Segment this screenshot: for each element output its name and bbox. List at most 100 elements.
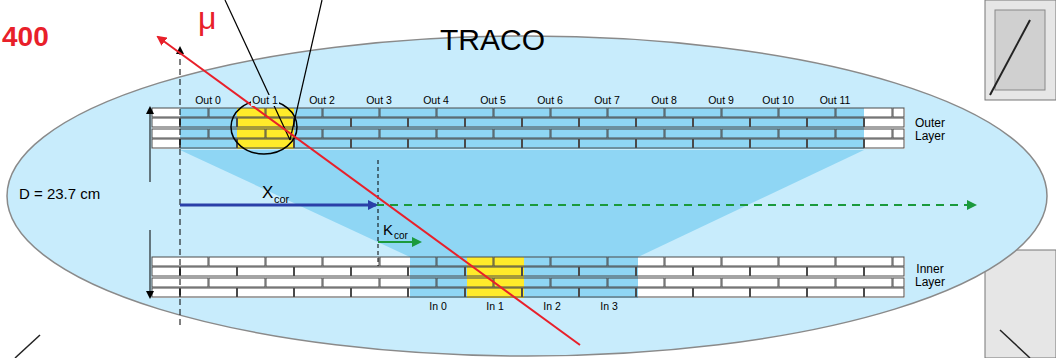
- drift-cell: [523, 288, 579, 297]
- drift-cell: [437, 278, 493, 287]
- drift-cell: [865, 118, 905, 127]
- drift-tube-cells: [152, 108, 904, 297]
- drift-cell: [494, 257, 550, 266]
- drift-cell: [779, 257, 835, 266]
- dimension-line: [150, 120, 151, 182]
- drift-cell: [808, 267, 864, 276]
- drift-cell: [181, 288, 237, 297]
- drift-cell: [152, 118, 180, 127]
- drift-cell: [437, 129, 493, 138]
- zoom-factor: 400: [2, 22, 49, 51]
- drift-cell: [409, 139, 465, 148]
- drift-cell: [637, 139, 693, 148]
- drift-cell: [152, 288, 180, 297]
- drift-cell: [779, 129, 835, 138]
- drift-cell: [608, 278, 664, 287]
- drift-cell: [779, 278, 835, 287]
- projection-line: [378, 160, 379, 266]
- drift-cell: [808, 288, 864, 297]
- drift-cell: [494, 129, 550, 138]
- reference-axis: [180, 48, 181, 325]
- cell-label: Out 3: [365, 95, 393, 106]
- drift-cell: [266, 278, 322, 287]
- zoom-line: [990, 20, 1030, 95]
- drift-cell: [380, 257, 436, 266]
- cell-label: Out 5: [479, 95, 507, 106]
- drift-cell: [608, 129, 664, 138]
- drift-cell: [551, 278, 607, 287]
- equipment-box: [985, 0, 1056, 100]
- drift-cell: [665, 129, 721, 138]
- hit-circle: [231, 100, 297, 154]
- inner-layer: [152, 257, 905, 298]
- drift-cell: [665, 108, 721, 117]
- drift-cell: [637, 267, 693, 276]
- drift-cell: [722, 129, 778, 138]
- drift-cell: [694, 288, 750, 297]
- drift-cell: [893, 257, 904, 266]
- drift-cell: [295, 118, 351, 127]
- drift-cell: [751, 288, 807, 297]
- drift-cell: [266, 257, 322, 266]
- drift-cell: [238, 139, 294, 148]
- particle-symbol: μ: [198, 2, 216, 36]
- drift-cell: [865, 288, 905, 297]
- drift-cell: [893, 278, 904, 287]
- drift-cell: [694, 118, 750, 127]
- drift-cell: [551, 257, 607, 266]
- drift-cell: [380, 278, 436, 287]
- drift-cell: [808, 118, 864, 127]
- drift-cell: [808, 139, 864, 148]
- drift-cell: [893, 108, 904, 117]
- drift-cell: [694, 139, 750, 148]
- drift-cell: [238, 118, 294, 127]
- drift-cell: [181, 118, 237, 127]
- muon-track: [158, 37, 580, 345]
- drift-cell: [865, 267, 905, 276]
- cell-label: Out 0: [194, 95, 222, 106]
- drift-cell: [209, 257, 265, 266]
- cell-label: In 0: [428, 301, 448, 312]
- drift-cell: [494, 108, 550, 117]
- zoom-line: [1000, 330, 1030, 358]
- drift-cell: [323, 129, 379, 138]
- cell-label: Out 4: [422, 95, 450, 106]
- drift-cell: [893, 129, 904, 138]
- drift-cell: [181, 139, 237, 148]
- drift-cell: [437, 108, 493, 117]
- drift-cell: [295, 288, 351, 297]
- drift-cell: [722, 278, 778, 287]
- drift-cell: [352, 267, 408, 276]
- drift-cell: [722, 257, 778, 266]
- layer-label: Inner Layer: [908, 263, 952, 288]
- cell-label: Out 1: [251, 95, 279, 106]
- drift-cell: [751, 267, 807, 276]
- xcor-label: X: [262, 184, 273, 202]
- drift-cell: [352, 288, 408, 297]
- drift-cell: [352, 139, 408, 148]
- drift-cell: [523, 118, 579, 127]
- drift-cell: [836, 129, 892, 138]
- drift-cell: [836, 108, 892, 117]
- cell-label: Out 8: [650, 95, 678, 106]
- equipment-panel: [995, 10, 1045, 90]
- drift-cell: [323, 108, 379, 117]
- cell-label: In 2: [542, 301, 562, 312]
- drift-cell: [580, 139, 636, 148]
- kcor-arrow: [378, 241, 420, 243]
- cell-label: In 1: [485, 301, 505, 312]
- drift-cell: [380, 108, 436, 117]
- drift-cell: [779, 108, 835, 117]
- zoom-line: [225, 0, 290, 140]
- drift-cell: [580, 288, 636, 297]
- drift-cell: [580, 118, 636, 127]
- drift-cell: [865, 139, 905, 148]
- cell-label: Out 7: [593, 95, 621, 106]
- drift-cell: [551, 129, 607, 138]
- drift-cell: [608, 257, 664, 266]
- inner-active-cells: [410, 257, 638, 298]
- drift-cell: [836, 278, 892, 287]
- drift-cell: [409, 118, 465, 127]
- dimension-arrow: [150, 108, 151, 120]
- kcor-label: K: [383, 222, 393, 238]
